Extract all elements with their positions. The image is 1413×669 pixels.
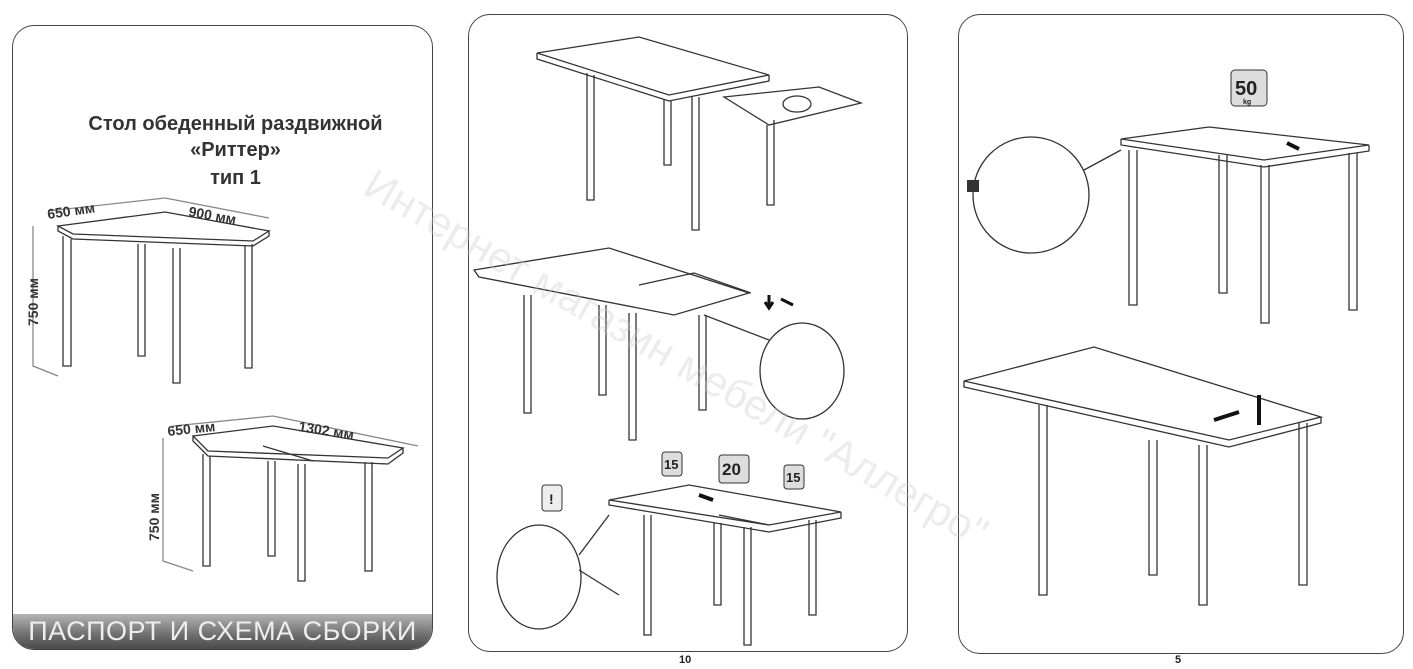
folded-height-label: 750 мм (25, 278, 41, 326)
product-type: тип 1 (210, 167, 261, 189)
magnifier-detail (759, 322, 845, 420)
product-title-line1: Стол обеденный раздвижной (88, 113, 383, 135)
page-number-10: 10 (679, 654, 692, 666)
folded-table-drawing (32, 197, 271, 384)
unfolded-table-drawing (162, 415, 419, 582)
lock-icon (967, 180, 979, 192)
svg-text:!: ! (549, 491, 554, 507)
svg-text:15: 15 (786, 470, 800, 485)
arrow-icon (763, 295, 794, 311)
page-number-5: 5 (1175, 654, 1182, 666)
weight-icon-20: 20 (718, 454, 750, 484)
product-title-line2: «Риттер» (190, 139, 281, 161)
page-10: 15 20 15 ! (468, 14, 908, 652)
warning-icon: ! (541, 484, 563, 512)
svg-text:15: 15 (664, 457, 678, 472)
assembly-banner: ПАСПОРТ И СХЕМА СБОРКИ (13, 614, 432, 649)
cover-page: Стол обеденный раздвижной «Риттер» тип 1… (12, 25, 433, 650)
magnifier-detail-lock (496, 524, 582, 630)
svg-text:20: 20 (722, 460, 741, 479)
load-and-extension-drawing: 50 kg (963, 69, 1370, 606)
unfolded-depth-label: 650 мм (167, 418, 216, 439)
weight-icon-15b: 15 (783, 464, 805, 490)
arrow-icon (1286, 141, 1300, 151)
arrow-icon (1213, 395, 1261, 425)
folded-depth-label: 650 мм (46, 199, 96, 222)
table-dimension-drawings: 650 мм 900 мм 750 мм 650 мм 1302 мм 750 … (25, 197, 419, 582)
weight-icon-50: 50 kg (1230, 69, 1268, 107)
folded-width-label: 900 мм (187, 203, 237, 227)
extension-steps-drawing: 15 20 15 ! (472, 36, 864, 646)
svg-text:50: 50 (1235, 78, 1257, 100)
svg-text:kg: kg (1243, 99, 1251, 106)
weight-icon-15: 15 (661, 451, 683, 477)
unfolded-width-label: 1302 мм (298, 418, 356, 443)
magnifier-detail-lock (972, 136, 1090, 254)
rotate-icon (782, 95, 812, 113)
unfolded-height-label: 750 мм (146, 493, 162, 541)
arrow-icon (698, 493, 714, 502)
page-5: 50 kg (958, 14, 1404, 654)
